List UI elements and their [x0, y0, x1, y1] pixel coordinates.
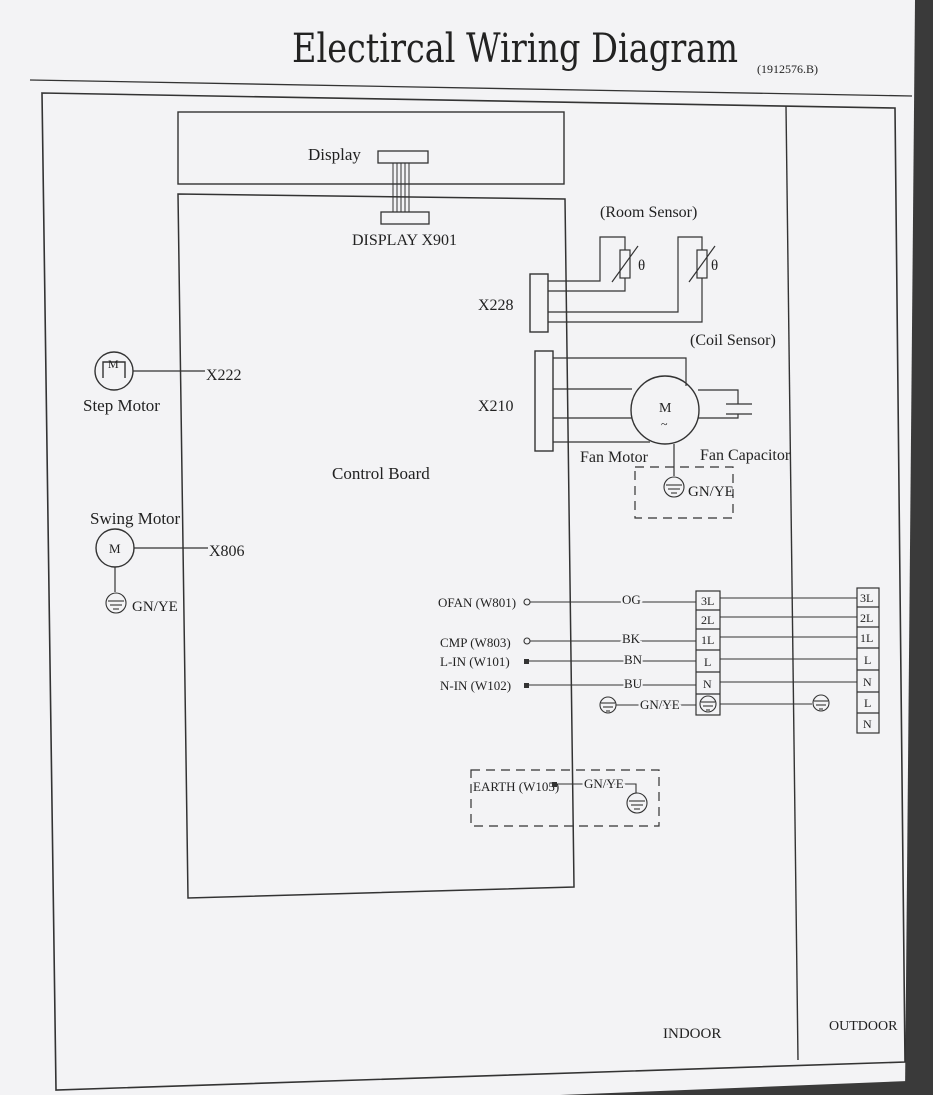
display-ribbon-cable	[392, 163, 410, 212]
control-board-label: Control Board	[332, 464, 430, 483]
indoor-terminal-block	[695, 590, 721, 716]
fan-motor-m: M	[659, 401, 672, 416]
terminal-cmp: CMP (W803)	[440, 635, 511, 650]
outer-frame	[41, 92, 906, 1091]
display-connector-bottom	[380, 211, 430, 225]
x222-label: X222	[206, 367, 242, 384]
fan-motor-ac: ~	[661, 417, 668, 431]
fan-motor-wires	[553, 357, 752, 443]
coil-sensor-theta: θ	[711, 258, 718, 274]
wire-ofan-color: OG	[622, 592, 641, 607]
earth-terminal-label: EARTH (W105)	[473, 779, 559, 794]
wire-lin-color: BN	[624, 652, 643, 667]
terminal-lin: L-IN (W101)	[440, 654, 510, 669]
outdoor-terminal-block	[856, 587, 880, 734]
photo-edge-bottom	[560, 1080, 933, 1095]
step-motor-m: M	[108, 357, 119, 371]
indoor-block-1l: 1L	[701, 633, 714, 647]
x228-connector	[529, 273, 549, 333]
indoor-block-l: L	[704, 655, 711, 669]
display-label: Display	[308, 145, 361, 164]
outdoor-ground-icon	[812, 694, 830, 712]
interconnect-wires	[720, 597, 857, 705]
fan-capacitor-label: Fan Capacitor	[700, 447, 791, 464]
swing-motor-gnye: GN/YE	[132, 599, 178, 615]
terminal-ofan: OFAN (W801)	[438, 595, 516, 610]
earth-ground-icon	[626, 792, 648, 814]
outdoor-block-4: N	[863, 675, 872, 689]
indoor-block-ground-icon	[699, 695, 717, 713]
coil-sensor-thermistor	[688, 245, 716, 283]
diagram-code: (1912576.B)	[757, 62, 818, 76]
swing-motor-m: M	[109, 541, 121, 556]
wire-cmp-color: BK	[622, 631, 641, 646]
indoor-block-2l: 2L	[701, 613, 714, 627]
outdoor-block-6: N	[863, 717, 872, 731]
coil-sensor-label: (Coil Sensor)	[690, 332, 776, 349]
outdoor-block-3: L	[864, 653, 871, 667]
outdoor-block-5: L	[864, 696, 871, 710]
indoor-outdoor-divider	[785, 105, 799, 1061]
terminal-nin-dot	[524, 683, 529, 688]
earth-box	[470, 769, 660, 827]
fan-motor-symbol	[630, 375, 700, 445]
terminal-lin-dot	[524, 659, 529, 664]
outdoor-label: OUTDOOR	[829, 1019, 898, 1034]
indoor-label: INDOOR	[663, 1026, 721, 1042]
display-box	[177, 111, 565, 185]
fan-motor-ground-icon	[663, 476, 685, 498]
display-x901-label: DISPLAY X901	[352, 232, 457, 249]
room-sensor-label: (Room Sensor)	[600, 204, 697, 221]
step-motor-label: Step Motor	[83, 396, 160, 415]
fan-motor-ground-box	[634, 466, 734, 519]
swing-motor-ground-icon	[105, 592, 127, 614]
wire-nin-color: BU	[624, 676, 643, 691]
earth-wire	[557, 783, 637, 793]
photo-edge-shadow	[905, 0, 933, 1095]
board-gnye: GN/YE	[640, 697, 680, 712]
x228-label: X228	[478, 297, 514, 314]
outdoor-block-1: 2L	[860, 611, 873, 625]
fan-motor-label: Fan Motor	[580, 449, 649, 466]
x210-label: X210	[478, 398, 514, 415]
control-board	[177, 193, 575, 899]
diagram-title: Electircal Wiring Diagram	[292, 26, 738, 72]
swing-motor-label: Swing Motor	[90, 509, 181, 528]
x806-label: X806	[209, 543, 245, 560]
x210-connector	[534, 350, 554, 452]
indoor-block-3l: 3L	[701, 594, 714, 608]
outdoor-block-2: 1L	[860, 631, 873, 645]
earth-gnye: GN/YE	[584, 776, 624, 791]
indoor-block-n: N	[703, 677, 712, 691]
display-connector-top	[377, 150, 429, 164]
fan-motor-gnye: GN/YE	[688, 484, 734, 500]
sensor-wires	[548, 236, 703, 323]
earth-terminal-dot	[552, 782, 557, 787]
title-rule	[29, 79, 913, 97]
outdoor-block-0: 3L	[860, 591, 873, 605]
room-sensor-theta: θ	[638, 258, 645, 274]
room-sensor-thermistor	[611, 245, 639, 283]
terminal-nin: N-IN (W102)	[440, 678, 511, 693]
